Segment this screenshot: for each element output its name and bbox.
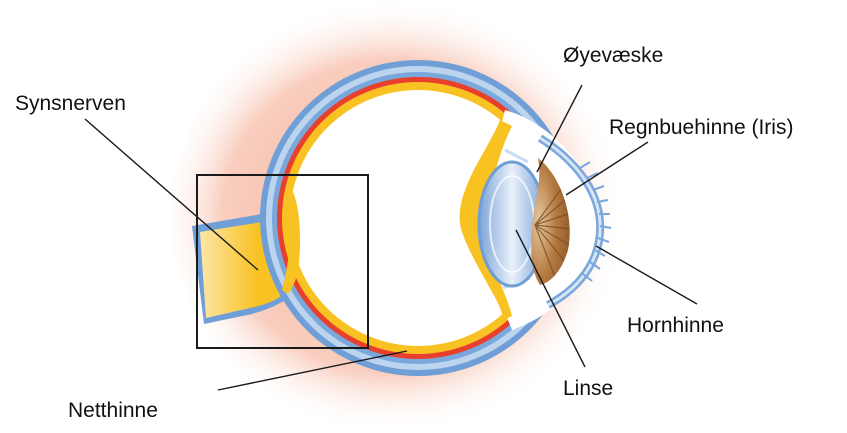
- label-retina: Netthinne: [68, 399, 158, 422]
- label-lens: Linse: [563, 377, 613, 400]
- label-optic-nerve: Synsnerven: [15, 92, 126, 115]
- label-iris: Regnbuehinne (Iris): [609, 116, 793, 139]
- label-cornea: Hornhinne: [627, 314, 724, 337]
- label-aqueous-humor: Øyevæske: [563, 44, 663, 67]
